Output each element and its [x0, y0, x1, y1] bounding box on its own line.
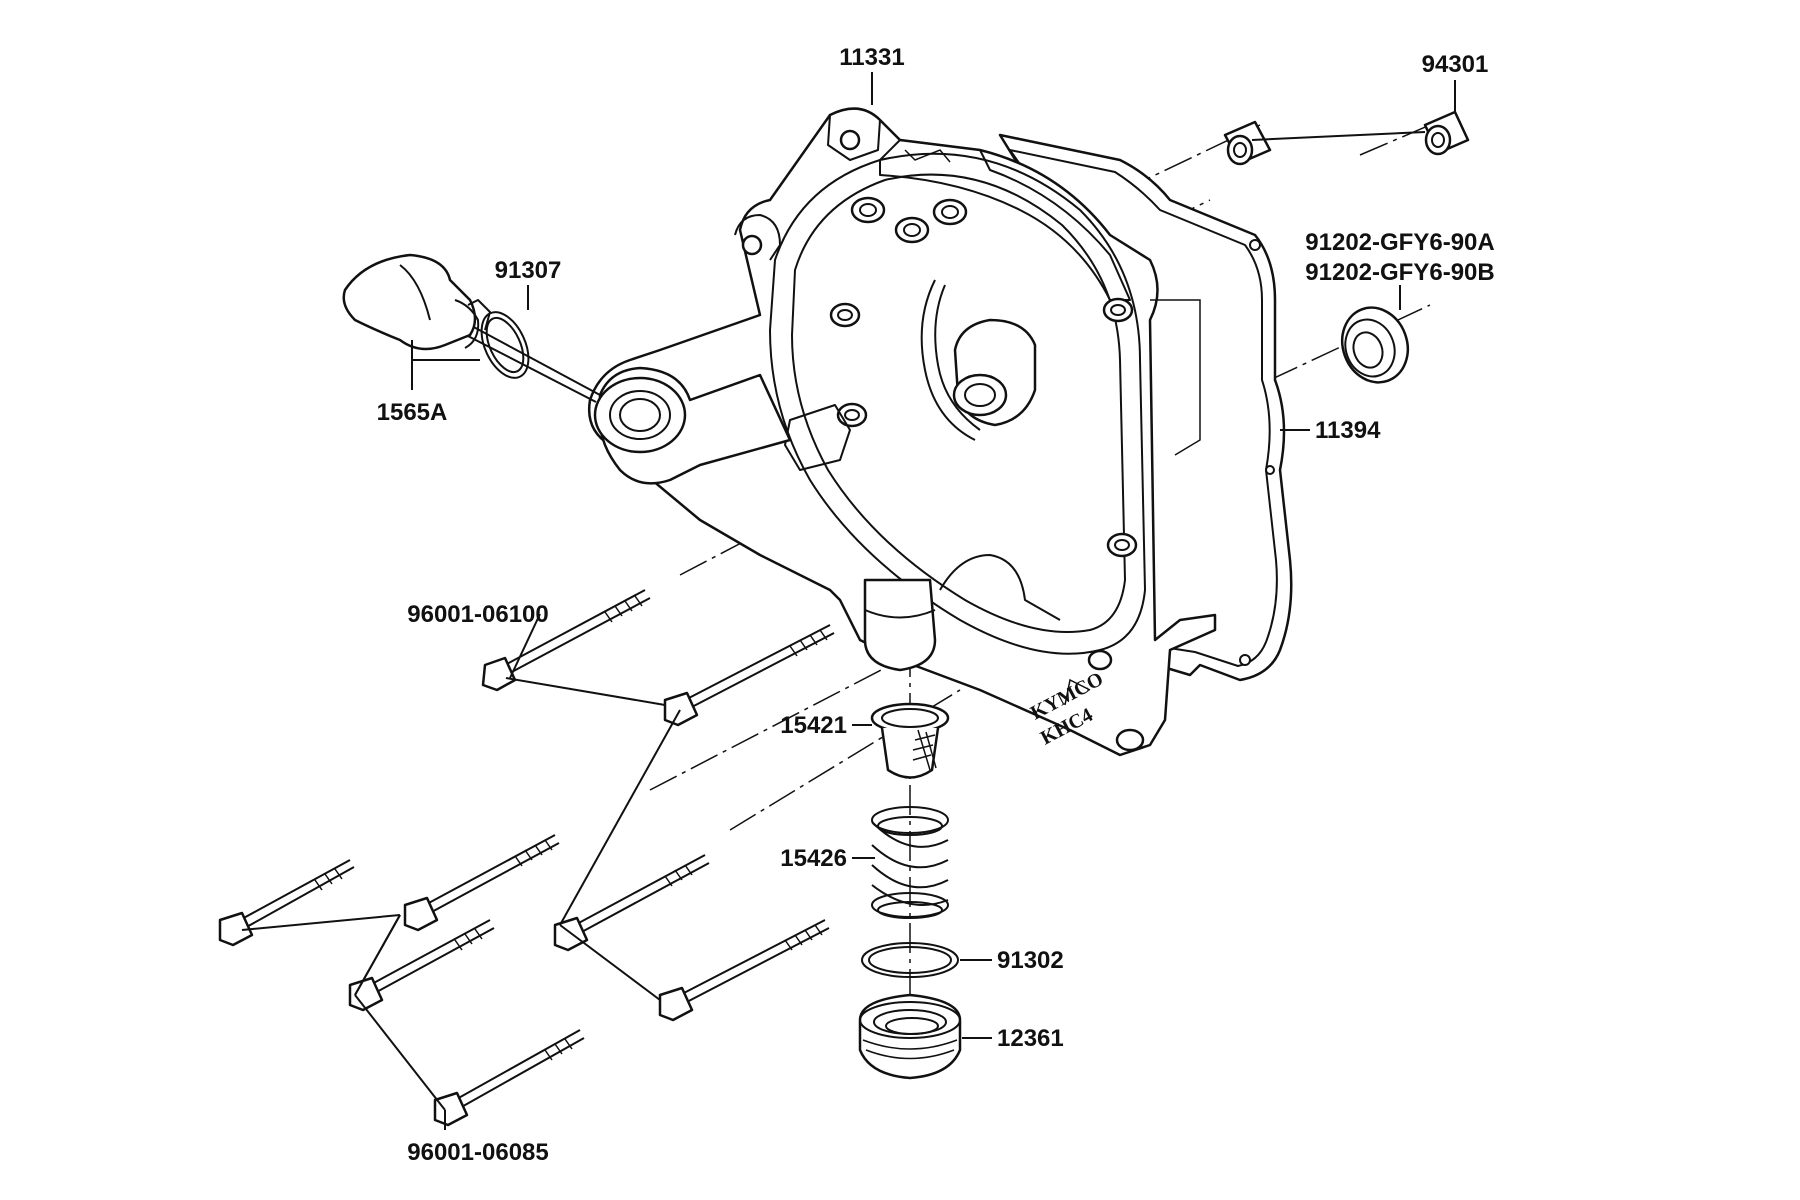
dipstick-1565A: [342, 253, 601, 403]
bolt-g: [658, 919, 830, 1022]
bolt-f: [553, 854, 710, 952]
oil-seal-91202: [1340, 306, 1410, 384]
leader-lines: [241, 72, 1456, 1130]
label-91202-b: 91202-GFY6-90B: [1305, 259, 1494, 286]
bolt-a: [481, 589, 651, 692]
o-ring-91307: [480, 311, 530, 379]
label-96001-06100: 96001-06100: [407, 601, 548, 628]
bolt-d: [403, 834, 560, 932]
label-11331: 11331: [839, 44, 904, 71]
spring-15426: [871, 806, 949, 919]
o-ring-91302: [861, 942, 959, 978]
crankcase-cover-11331: KYMCO KHC4: [587, 107, 1217, 757]
dowel-pins-94301: [1223, 110, 1470, 166]
bolt-e: [348, 919, 495, 1012]
label-15426: 15426: [780, 845, 847, 872]
strainer-15421: [870, 702, 950, 779]
bolt-h: [433, 1029, 585, 1127]
label-12361: 12361: [997, 1025, 1064, 1052]
label-11394: 11394: [1315, 417, 1381, 444]
bolts: [218, 589, 835, 1127]
cover-bosses: [829, 196, 1138, 558]
drain-cap-12361: [858, 993, 962, 1080]
label-96001-06085: 96001-06085: [407, 1139, 548, 1166]
label-91202-a: 91202-GFY6-90A: [1305, 229, 1494, 256]
label-15421: 15421: [780, 712, 847, 739]
label-91302: 91302: [997, 947, 1064, 974]
label-91307: 91307: [495, 257, 562, 284]
part-labels: 11331 94301 91307 1565A 91202-GFY6-90A 9…: [377, 44, 1495, 1166]
label-1565A: 1565A: [377, 399, 448, 426]
bolt-b: [663, 624, 835, 727]
label-94301: 94301: [1422, 51, 1489, 78]
cover-hub: [920, 279, 1037, 441]
bolt-c: [218, 859, 355, 947]
